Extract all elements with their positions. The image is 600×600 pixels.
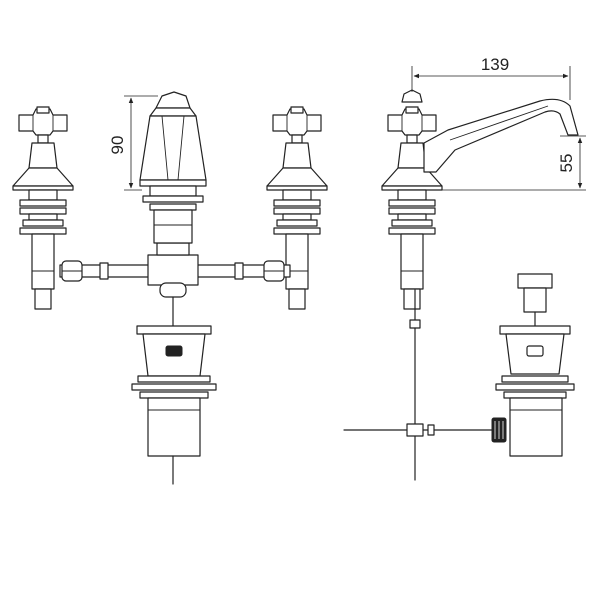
connecting-pipe bbox=[59, 242, 291, 298]
side-view: 139 55 bbox=[343, 55, 586, 481]
dimension-139-label: 139 bbox=[481, 55, 509, 74]
dimension-spout-height: 55 bbox=[440, 135, 586, 191]
side-cross-head-tap bbox=[381, 106, 443, 310]
dimension-reach: 139 bbox=[411, 55, 571, 100]
front-view: 90 bbox=[12, 91, 328, 485]
dimension-55-label: 55 bbox=[557, 154, 576, 173]
side-lift-rod bbox=[343, 289, 507, 481]
front-waste bbox=[131, 296, 217, 485]
side-waste bbox=[495, 273, 575, 457]
front-spout bbox=[139, 91, 207, 244]
dimension-90-label: 90 bbox=[108, 136, 127, 155]
side-spout bbox=[401, 89, 579, 173]
dimension-height: 90 bbox=[108, 95, 158, 191]
